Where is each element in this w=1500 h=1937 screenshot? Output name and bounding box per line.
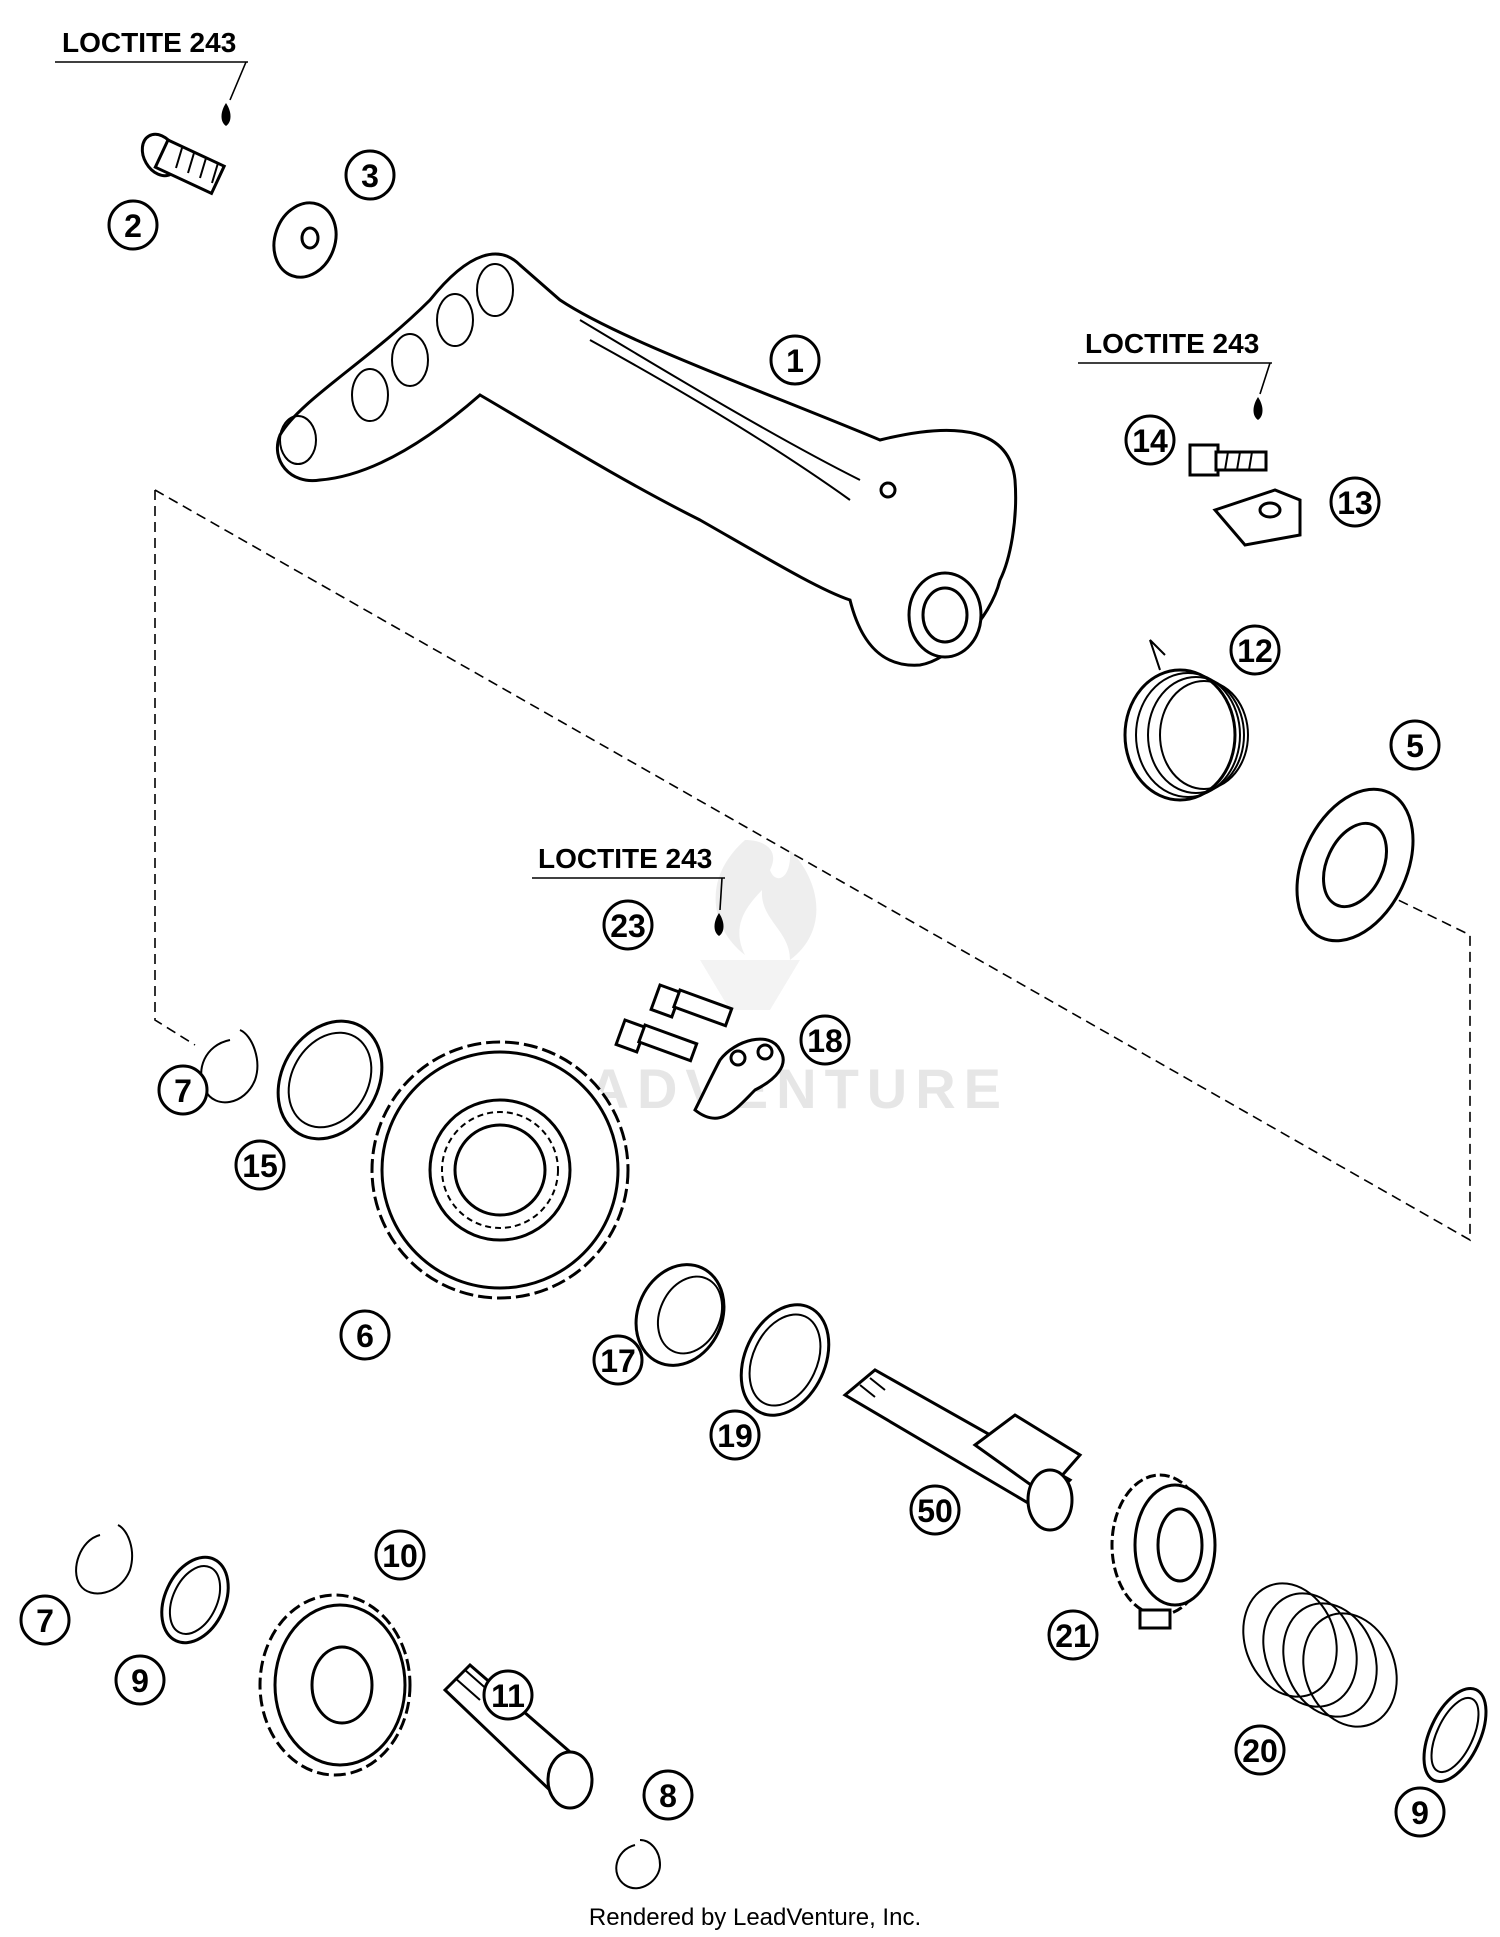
svg-text:12: 12 — [1237, 633, 1273, 669]
svg-text:7: 7 — [174, 1073, 192, 1109]
loctite-note-top-left: LOCTITE 243 — [55, 27, 248, 126]
adhesive-drop-icon — [1253, 397, 1263, 420]
callout-1: 1 — [769, 334, 821, 386]
svg-text:LOCTITE 243: LOCTITE 243 — [538, 843, 712, 874]
part-washer-9-right — [1422, 1686, 1488, 1784]
svg-text:13: 13 — [1337, 485, 1373, 521]
callout-6: 6 — [339, 1309, 391, 1361]
part-bolt-14 — [1188, 443, 1268, 477]
part-washer-3 — [272, 201, 338, 279]
callout-11: 11 — [482, 1669, 534, 1721]
svg-text:3: 3 — [361, 158, 379, 194]
part-washer-19 — [739, 1303, 831, 1417]
callout-13: 13 — [1329, 476, 1381, 528]
part-gear-6 — [370, 1040, 630, 1300]
callout-23: 23 — [602, 899, 654, 951]
loctite-note-right: LOCTITE 243 — [1078, 328, 1272, 420]
callout-19: 19 — [709, 1409, 761, 1461]
callout-50: 50 — [909, 1484, 961, 1536]
svg-text:14: 14 — [1132, 423, 1168, 459]
adhesive-drop-icon — [714, 913, 724, 936]
part-snap-ring-7-bottom — [75, 1524, 134, 1595]
part-circlip-8 — [615, 1839, 662, 1890]
callout-2: 2 — [107, 199, 159, 251]
part-shaft-50 — [842, 1368, 1083, 1532]
svg-text:LOCTITE 243: LOCTITE 243 — [1085, 328, 1259, 359]
callout-20: 20 — [1234, 1724, 1286, 1776]
callout-17: 17 — [592, 1334, 644, 1386]
part-bolts-23 — [614, 983, 734, 1063]
svg-text:10: 10 — [382, 1538, 418, 1574]
watermark-flame-icon — [700, 840, 817, 1010]
assembly-line-left — [154, 490, 196, 1046]
part-ratchet-guide-18 — [693, 1037, 785, 1120]
assembly-lines — [154, 489, 1471, 1242]
svg-text:50: 50 — [917, 1493, 953, 1529]
svg-text:11: 11 — [491, 1678, 525, 1714]
svg-text:1: 1 — [786, 343, 804, 379]
callout-15: 15 — [234, 1139, 286, 1191]
adhesive-drop-icon — [221, 103, 231, 126]
callout-5: 5 — [1389, 719, 1441, 771]
svg-text:15: 15 — [242, 1148, 278, 1184]
callout-12: 12 — [1229, 624, 1281, 676]
svg-text:17: 17 — [600, 1343, 636, 1379]
svg-text:9: 9 — [1411, 1795, 1429, 1831]
callout-9-right: 9 — [1394, 1786, 1446, 1838]
part-kickstarter-lever-1 — [275, 252, 1018, 667]
part-washer-9-left — [160, 1555, 230, 1645]
loctite-note-center: LOCTITE 243 — [532, 843, 725, 936]
callout-8: 8 — [642, 1769, 694, 1821]
svg-text:5: 5 — [1406, 728, 1424, 764]
svg-text:9: 9 — [131, 1663, 149, 1699]
svg-text:LOCTITE 243: LOCTITE 243 — [62, 27, 236, 58]
part-spring-20 — [1242, 1582, 1398, 1728]
svg-text:2: 2 — [124, 208, 142, 244]
svg-text:23: 23 — [610, 908, 646, 944]
callout-7-bottom: 7 — [19, 1594, 71, 1646]
svg-text:6: 6 — [356, 1318, 374, 1354]
part-bracket-13 — [1212, 488, 1302, 547]
svg-text:20: 20 — [1242, 1733, 1278, 1769]
part-seal-5 — [1295, 787, 1415, 943]
callout-10: 10 — [374, 1529, 426, 1581]
footer-credit: Rendered by LeadVenture, Inc. — [589, 1904, 921, 1931]
part-screw-2 — [140, 132, 227, 196]
part-spring-12 — [1123, 639, 1249, 802]
svg-text:21: 21 — [1055, 1618, 1091, 1654]
svg-text:19: 19 — [717, 1418, 753, 1454]
part-snap-ring-7 — [200, 1029, 259, 1104]
part-ratchet-gear-21 — [1110, 1473, 1217, 1630]
svg-text:7: 7 — [36, 1603, 54, 1639]
callout-7: 7 — [157, 1064, 209, 1116]
callout-18: 18 — [799, 1014, 851, 1066]
part-shaft-11 — [442, 1662, 594, 1810]
part-washer-15 — [276, 1019, 384, 1141]
callout-14: 14 — [1124, 414, 1176, 466]
part-gear-10 — [258, 1593, 412, 1777]
assembly-line-right — [154, 489, 1471, 1242]
part-bearing-17 — [634, 1263, 726, 1367]
callout-21: 21 — [1047, 1609, 1099, 1661]
callout-9-left: 9 — [114, 1654, 166, 1706]
svg-text:18: 18 — [807, 1023, 843, 1059]
callout-3: 3 — [344, 149, 396, 201]
svg-text:8: 8 — [659, 1778, 677, 1814]
